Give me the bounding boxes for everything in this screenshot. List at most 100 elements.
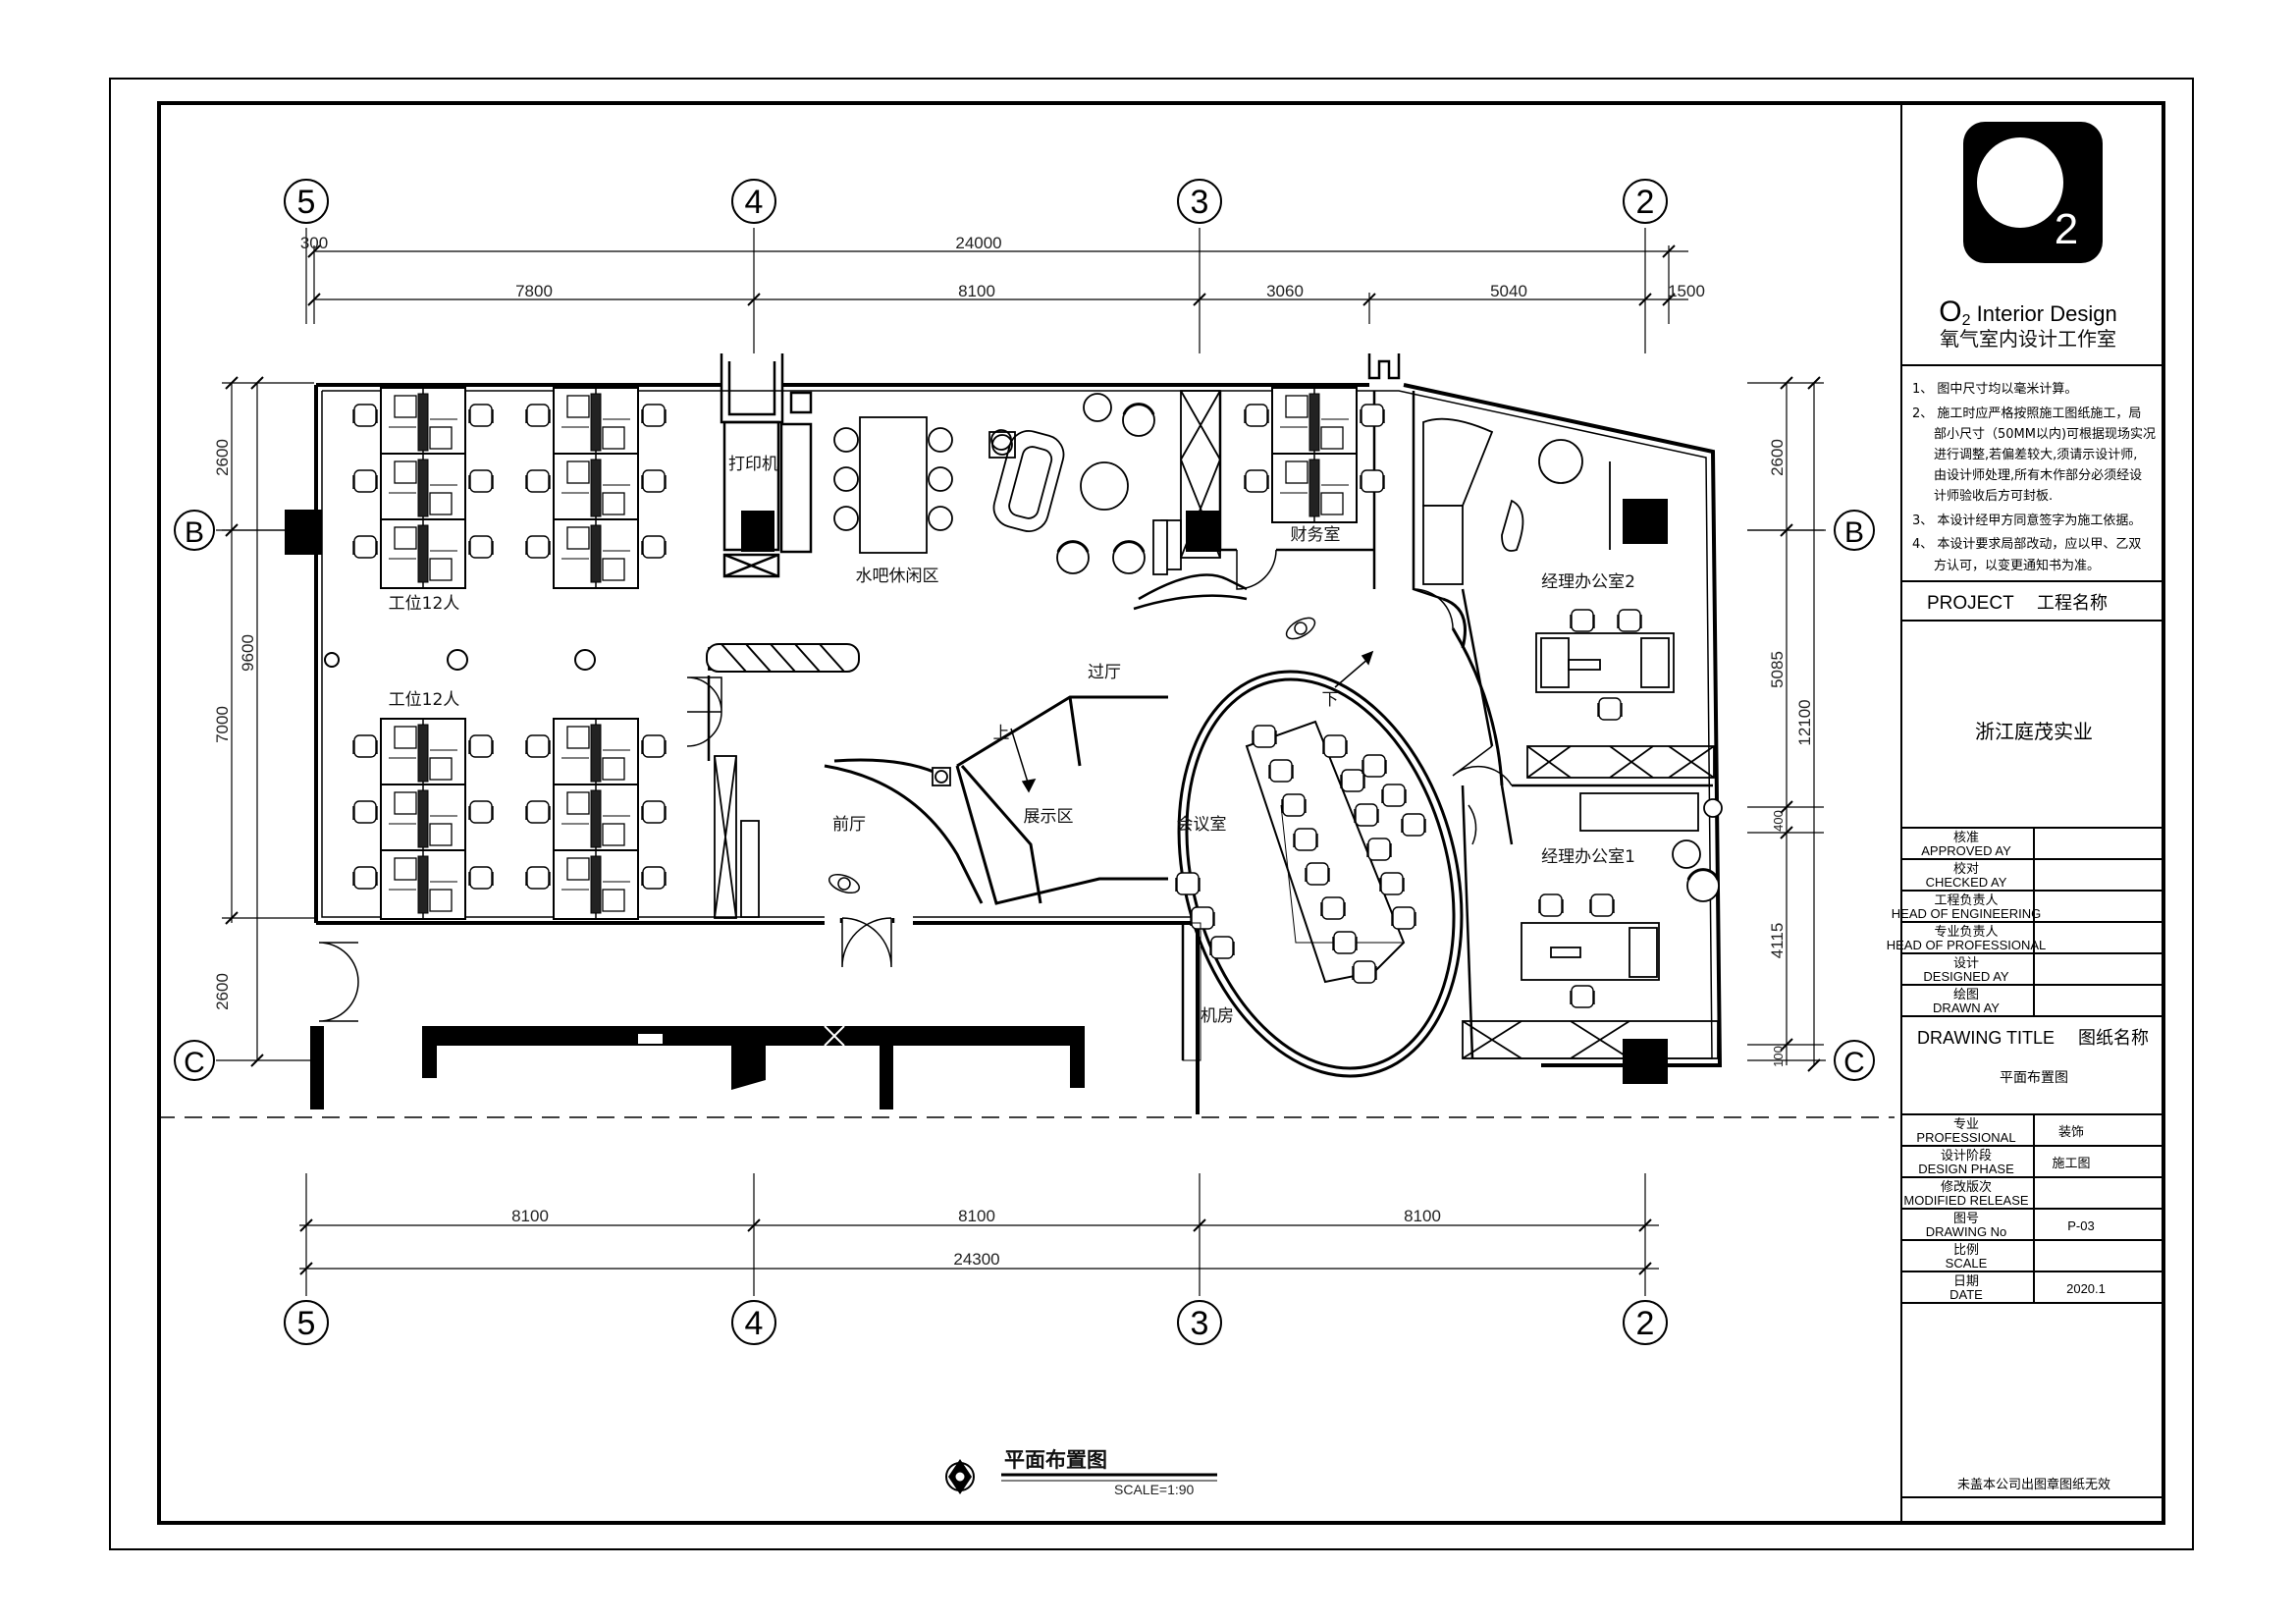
note-line-5: 由设计师处理,所有木作部分必须经设	[1934, 468, 2142, 483]
svg-text:5: 5	[297, 1305, 316, 1342]
inner-frame	[157, 101, 2165, 1525]
drawing-title-label-cn: 图纸名称	[2078, 1028, 2149, 1049]
approval-en-4: HEAD OF PROFESSIONAL	[1887, 938, 2047, 952]
axis-bubble-top-5: 5	[284, 179, 329, 224]
info-value-1: 装饰	[2058, 1124, 2084, 1139]
info-en-5: SCALE	[1946, 1256, 1988, 1271]
svg-text:5: 5	[297, 184, 316, 221]
label-meeting: 会议室	[1177, 815, 1227, 835]
dim-bottom-seg-1: 8100	[511, 1207, 549, 1225]
dim-right-seg-1: 2600	[1768, 439, 1787, 476]
axis-bubble-left-B: B	[174, 510, 215, 551]
workstations-area-1	[352, 387, 667, 589]
axis-bubble-top-4: 4	[731, 179, 776, 224]
info-value-2: 施工图	[2052, 1156, 2090, 1170]
label-workstation-2: 工位12人	[389, 690, 460, 710]
dim-right-total: 12100	[1795, 699, 1814, 745]
water-bar-furniture	[833, 393, 1168, 575]
axis-bubble-right-B: B	[1834, 510, 1875, 551]
axis-bubble-top-2: 2	[1623, 179, 1668, 224]
project-name: 浙江庭茂实业	[1975, 720, 2093, 743]
dim-bottom-seg-3: 8100	[1404, 1207, 1441, 1225]
svg-text:2: 2	[1636, 184, 1655, 221]
dim-top-seg-3: 3060	[1266, 282, 1304, 300]
lower-corridor	[157, 1025, 1895, 1118]
note-line-3: 部小尺寸（50MM以内)可根据现场实况	[1934, 426, 2156, 442]
dim-left-total: 9600	[239, 634, 257, 672]
footer-note: 未盖本公司出图章图纸无效	[1957, 1477, 2110, 1492]
label-machine-room: 机房	[1201, 1006, 1234, 1026]
info-value-4: P-03	[2067, 1218, 2094, 1233]
bench	[706, 643, 860, 673]
axis-bubble-bottom-3: 3	[1177, 1300, 1222, 1345]
label-finance: 财务室	[1291, 525, 1341, 545]
approval-cn-5: 设计	[1953, 955, 1979, 970]
dim-bottom-seg-2: 8100	[958, 1207, 995, 1225]
drawing-title: 平面布置图	[2000, 1070, 2068, 1086]
company-name-en: O2 Interior Design	[1939, 296, 2116, 329]
title-block: 2 O2 Interior Design 氧气室内设计工作室 1、 图中尺寸均以…	[1887, 122, 2163, 1498]
axis-bubble-bottom-4: 4	[731, 1300, 776, 1345]
exhibition-walls	[824, 695, 1168, 905]
dim-left-seg-2: 7000	[213, 706, 232, 743]
svg-text:2: 2	[1636, 1305, 1655, 1342]
info-en-1: PROFESSIONAL	[1916, 1130, 2015, 1145]
note-line-9: 方认可，以变更通知书为准。	[1934, 558, 2100, 573]
plan-scale: SCALE=1:90	[1114, 1482, 1195, 1497]
dim-top-seg-4: 5040	[1490, 282, 1527, 300]
label-printer: 打印机	[728, 455, 778, 474]
manager-office-1-furniture	[1521, 792, 1723, 1008]
approval-cn-6: 绘图	[1953, 987, 1979, 1001]
workstations-area-2	[352, 718, 667, 920]
approval-en-5: DESIGNED AY	[1923, 969, 2009, 984]
outer-frame	[109, 78, 2194, 1550]
note-line-7: 3、 本设计经甲方同意签字为施工依据。	[1912, 513, 2141, 528]
column-manager-2	[1623, 499, 1668, 544]
info-en-2: DESIGN PHASE	[1918, 1162, 2014, 1176]
dim-top-seg-5: 1500	[1668, 282, 1705, 300]
info-en-6: DATE	[1949, 1287, 1983, 1302]
dim-top-seg-1: 7800	[515, 282, 553, 300]
label-stair-down: 下	[1322, 690, 1339, 710]
round-columns	[324, 649, 596, 671]
column-b5	[285, 510, 322, 555]
approval-en-6: DRAWN AY	[1933, 1001, 2000, 1015]
dim-top-offset: 300	[300, 234, 328, 252]
approval-cn-1: 核准	[1953, 830, 1979, 844]
dim-right-seg-3: 400	[1771, 810, 1786, 832]
axis-bubble-top-3: 3	[1177, 179, 1222, 224]
label-exhibition: 展示区	[1024, 807, 1074, 827]
dim-left-seg-1: 2600	[213, 439, 232, 476]
info-cn-6: 日期	[1953, 1273, 1979, 1288]
dim-right-seg-4: 4115	[1768, 923, 1787, 959]
info-cn-3: 修改版次	[1941, 1179, 1992, 1194]
project-label: PROJECT	[1927, 593, 2014, 614]
axis-bubble-left-C: C	[174, 1040, 215, 1081]
axis-bubble-right-C: C	[1834, 1040, 1875, 1081]
dim-top-total: 24000	[955, 234, 1001, 252]
note-line-1: 1、 图中尺寸均以毫米计算。	[1912, 381, 2077, 397]
note-line-6: 计师验收后方可封板.	[1934, 488, 2053, 504]
dim-right-seg-5: 100	[1771, 1046, 1786, 1067]
dimension-ticks	[225, 244, 1821, 1275]
doors	[318, 549, 1513, 1022]
dim-right-seg-2: 5085	[1768, 651, 1787, 688]
info-cn-4: 图号	[1953, 1211, 1979, 1225]
info-en-3: MODIFIED RELEASE	[1903, 1193, 2028, 1208]
info-cn-2: 设计阶段	[1941, 1148, 1992, 1163]
axis-bubble-bottom-2: 2	[1623, 1300, 1668, 1345]
column-b4	[741, 511, 774, 552]
hall-counter-inner	[1133, 594, 1248, 611]
axis-bubble-bottom-5: 5	[284, 1300, 329, 1345]
printer-niche	[720, 353, 1401, 578]
info-cn-1: 专业	[1953, 1116, 1979, 1131]
company-name-cn: 氧气室内设计工作室	[1940, 327, 2116, 351]
company-logo-sub: 2	[2055, 205, 2078, 253]
svg-text:C: C	[1843, 1047, 1865, 1079]
hall-counter	[1138, 573, 1248, 601]
dim-left-seg-3: 2600	[213, 973, 232, 1010]
machine-room-wall	[1182, 922, 1201, 1061]
approval-cn-2: 校对	[1953, 861, 1979, 876]
label-stair-up: 上	[993, 724, 1010, 743]
